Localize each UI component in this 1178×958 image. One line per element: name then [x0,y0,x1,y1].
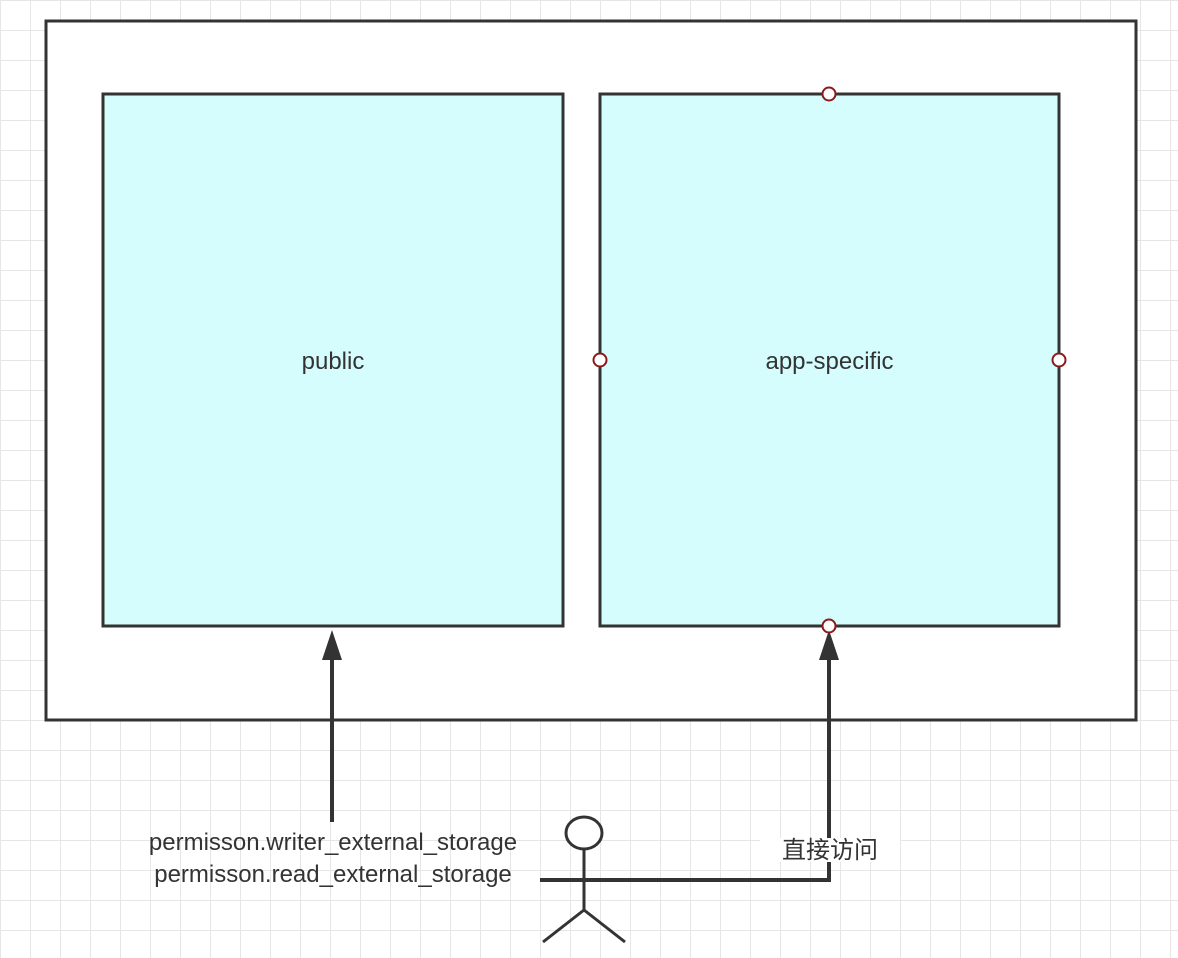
handle-right [1051,352,1067,368]
permission-arrow[interactable] [322,630,342,822]
direct-access-connector[interactable] [540,630,839,882]
public-storage-box[interactable] [101,92,565,628]
handle-top [821,86,837,102]
handle-bottom [821,618,837,634]
permission-edge-label: permisson.writer_external_storage permis… [110,827,556,891]
public-label: public [301,348,365,375]
handle-left [592,352,608,368]
direct-access-label: 直接访问 [760,838,900,862]
app-specific-label: app-specific [765,348,894,375]
selection-handles[interactable] [592,86,1067,634]
user-actor-icon[interactable] [540,815,636,944]
permission-write-label: permisson.writer_external_storage [148,829,518,856]
permission-read-label: permisson.read_external_storage [154,861,512,888]
